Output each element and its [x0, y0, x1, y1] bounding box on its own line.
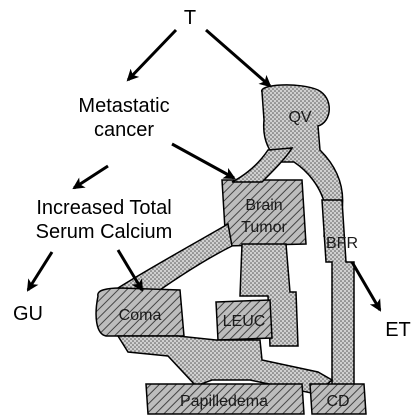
node-metastatic-cancer-line1: Metastatic [78, 95, 169, 117]
node-metastatic-cancer-line2: cancer [94, 119, 154, 141]
node-gu: GU [13, 303, 43, 325]
edge-t-metastatic [128, 30, 176, 80]
qv-brain-band [232, 148, 292, 182]
bfr-channel [322, 200, 354, 398]
node-brain-tumor-line2: Tumor [241, 219, 287, 236]
node-et: ET [385, 319, 411, 341]
node-calcium-line2: Serum Calcium [36, 221, 173, 243]
node-papilledema: Papilledema [180, 393, 268, 410]
edge-calcium-gu [28, 252, 52, 290]
node-bfr: BFR [326, 235, 358, 252]
node-calcium-line1: Increased Total [36, 197, 171, 219]
node-cd: CD [326, 393, 349, 410]
node-coma: Coma [119, 307, 162, 324]
edge-metastatic-calcium [74, 166, 108, 188]
node-leuc: LEUC [223, 313, 266, 330]
edge-bfr-et [352, 262, 380, 310]
node-brain-tumor-line1: Brain [245, 197, 282, 214]
node-qv: QV [288, 109, 311, 126]
edge-t-qv [206, 30, 270, 86]
node-t: T [184, 7, 196, 29]
edge-metastatic-brain [172, 144, 234, 178]
